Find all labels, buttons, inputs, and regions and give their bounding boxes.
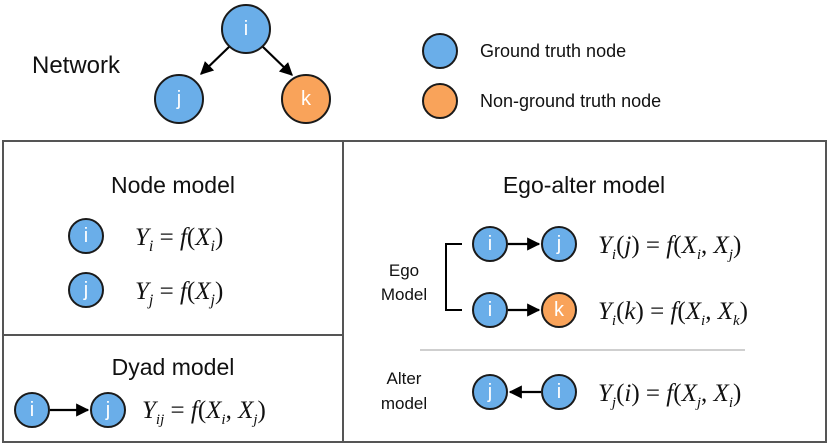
alter-node-j-label: j xyxy=(487,381,492,403)
network-node-k: k xyxy=(281,74,331,124)
network-node-i: i xyxy=(221,4,271,54)
dyad-node-j-label: j xyxy=(105,399,110,421)
network-node-j-label: j xyxy=(176,88,181,110)
ego-row1-node-i-label: i xyxy=(488,233,492,255)
node-model-title: Node model xyxy=(111,172,235,198)
ego-model-bracket xyxy=(445,243,462,311)
ego-formula-i-k: Yi(k) = f(Xi, Xk) xyxy=(598,298,748,329)
network-label: Network xyxy=(32,52,121,79)
node-model-row-i: i Yi = f(Xi) xyxy=(68,218,223,255)
node-model-panel: Node model i Yi = f(Xi) j Yj = f(Xj) xyxy=(68,172,235,309)
legend-non-ground-truth-label: Non-ground truth node xyxy=(480,91,661,111)
ego-alter-model-panel: Ego-alter model Ego Model i j Yi(j) = f(… xyxy=(381,172,748,413)
ego-row-i-k: i k Yi(k) = f(Xi, Xk) xyxy=(472,292,748,329)
ego-row1-node-j-label: j xyxy=(556,233,561,255)
network-edge-i-j xyxy=(200,45,231,75)
legend-ground-truth-swatch xyxy=(422,33,458,69)
ego-row2-node-i-label: i xyxy=(488,299,492,321)
alter-formula-j-i: Yj(i) = f(Xj, Xi) xyxy=(598,380,741,411)
models-frame xyxy=(2,140,827,443)
network-graph: i j k xyxy=(154,4,331,124)
legend-ground-truth-label: Ground truth node xyxy=(480,41,626,61)
alter-node-i-label: i xyxy=(557,381,561,403)
node-model-formula-j: Yj = f(Xj) xyxy=(135,278,223,309)
node-model-formula-i: Yi = f(Xi) xyxy=(135,224,223,255)
dyad-model-formula: Yij = f(Xi, Xj) xyxy=(142,397,266,428)
dyad-model-title: Dyad model xyxy=(112,354,235,380)
legend-non-ground-truth-swatch xyxy=(422,83,458,119)
ego-alter-model-title: Ego-alter model xyxy=(503,172,665,198)
dyad-node-i xyxy=(14,392,50,428)
node-model-node-j-label: j xyxy=(83,279,88,301)
node-model-row-j: j Yj = f(Xj) xyxy=(68,272,223,309)
ego-row-i-j: i j Yi(j) = f(Xi, Xj) xyxy=(472,226,741,263)
ego-model-label-line2: Model xyxy=(381,285,427,304)
node-model-node-i-label: i xyxy=(84,225,88,247)
network-node-k-label: k xyxy=(301,88,312,110)
dyad-model-panel: Dyad model i j Yij = f(Xi, Xj) xyxy=(14,354,266,428)
network-edge-i-k xyxy=(261,45,293,76)
network-node-i-label: i xyxy=(244,18,248,40)
network-node-j: j xyxy=(154,74,204,124)
ego-row2-node-k-label: k xyxy=(554,299,565,321)
legend: Ground truth node Non-ground truth node xyxy=(422,33,661,119)
ego-formula-i-j: Yi(j) = f(Xi, Xj) xyxy=(598,232,741,263)
alter-model-label-line1: Alter xyxy=(387,369,422,388)
ego-model-label-line1: Ego xyxy=(389,261,419,280)
alter-model-label-line2: model xyxy=(381,394,427,413)
dyad-node-j xyxy=(90,392,126,428)
alter-row-j-i: j i Yj(i) = f(Xj, Xi) xyxy=(472,374,741,411)
dyad-node-i-label: i xyxy=(30,399,34,421)
